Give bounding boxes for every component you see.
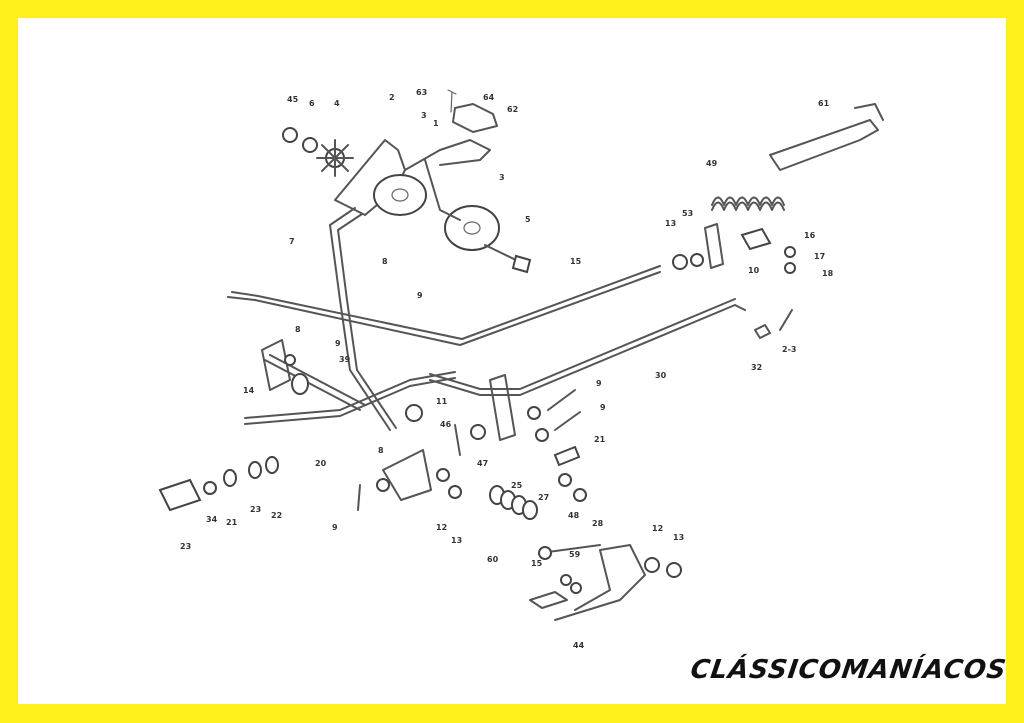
part-label: 30	[655, 371, 667, 380]
part-label: 60	[487, 555, 499, 564]
cable-end-parts	[158, 456, 279, 512]
part-label: 11	[436, 397, 448, 406]
part-label: 2	[389, 93, 395, 102]
part-label: 21	[594, 435, 606, 444]
part-label: 45	[287, 95, 299, 104]
part-label: 15	[531, 559, 543, 568]
part-label: 8	[295, 325, 301, 334]
part-label: 7	[289, 237, 295, 246]
middle-brackets	[261, 339, 587, 511]
part-label: 8	[382, 257, 388, 266]
part-label: 49	[706, 159, 718, 168]
part-label: 59	[569, 550, 581, 559]
pin-parts	[754, 309, 793, 339]
part-label: 9	[596, 379, 602, 388]
part-label: 61	[818, 99, 830, 108]
part-label: 18	[822, 269, 834, 278]
part-label: 63	[416, 88, 427, 97]
part-label: 23	[250, 505, 261, 514]
part-label: 48	[568, 511, 580, 520]
part-label: 5	[525, 215, 531, 224]
washer-stack	[489, 485, 538, 520]
rods	[227, 207, 746, 431]
part-label: 27	[538, 493, 549, 502]
star-knob	[282, 127, 354, 177]
part-label: 12	[652, 524, 663, 533]
part-label: 64	[483, 93, 495, 102]
part-label: 13	[451, 536, 462, 545]
part-label: 39	[339, 355, 351, 364]
part-label: 23	[180, 542, 191, 551]
diagram-sheet	[18, 18, 1006, 704]
part-label: 15	[570, 257, 582, 266]
spring-assembly	[672, 103, 884, 274]
part-label: 20	[315, 459, 327, 468]
part-label: 9	[332, 523, 338, 532]
part-label: 1	[433, 119, 439, 128]
part-label: 21	[226, 518, 238, 527]
part-label: 9	[417, 291, 423, 300]
part-label: 9	[335, 339, 341, 348]
part-label: 12	[436, 523, 447, 532]
part-label: 16	[804, 231, 816, 240]
part-label: 32	[751, 363, 762, 372]
part-label: 10	[748, 266, 760, 275]
part-label: 22	[271, 511, 282, 520]
part-label: 44	[573, 641, 585, 650]
part-label: 53	[682, 209, 693, 218]
part-label: 13	[673, 533, 684, 542]
part-label: 9	[600, 403, 606, 412]
part-label: 3	[421, 111, 427, 120]
part-label: 13	[665, 219, 676, 228]
part-label: 17	[814, 252, 825, 261]
part-label: 28	[592, 519, 604, 528]
part-label: 2-3	[782, 345, 796, 354]
part-label: 3	[499, 173, 505, 182]
brand-logo-text: CLÁSSICOMANÍACOS	[688, 655, 1009, 685]
part-labels: 45 6 4 2 3 1 63 64 62 61 49 7 3 5 13 53 …	[180, 88, 834, 650]
part-label: 8	[378, 446, 384, 455]
part-label: 34	[206, 515, 218, 524]
part-label: 47	[477, 459, 488, 468]
part-label: 6	[309, 99, 315, 108]
part-label: 46	[440, 420, 452, 429]
part-label: 14	[243, 386, 255, 395]
part-label: 4	[334, 99, 340, 108]
part-label: 25	[511, 481, 523, 490]
lower-pedal	[529, 544, 682, 621]
pulley-bracket-assembly	[334, 89, 532, 274]
part-label: 62	[507, 105, 518, 114]
